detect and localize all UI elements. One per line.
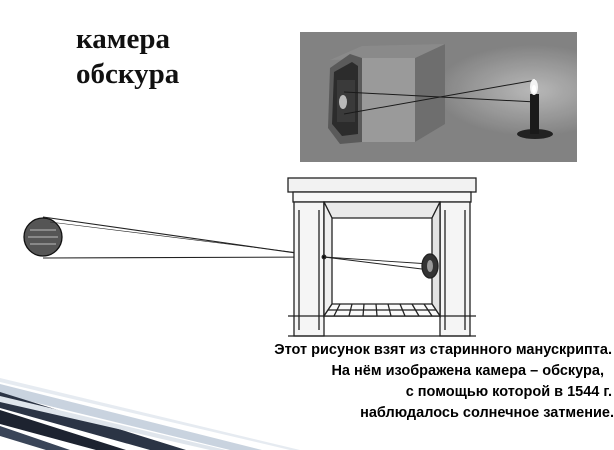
title-line-2: обскура	[76, 58, 180, 90]
slide-title: камера обскура	[76, 22, 179, 92]
slide: камера обскура	[0, 22, 614, 450]
caption-line-4: наблюдалось солнечное затмение.	[360, 405, 614, 421]
camera-obscura-room-drawing	[23, 177, 477, 337]
camera-obscura-photo	[300, 32, 577, 162]
caption-line-1: Этот рисунок взят из старинного манускри…	[274, 342, 612, 358]
caption-line-3: с помощью которой в 1544 г.	[405, 384, 612, 400]
slide-caption: Этот рисунок взят из старинного манускри…	[150, 340, 614, 424]
title-line-1: камера	[76, 23, 171, 55]
caption-line-2: На нём изображена камера – обскура,	[331, 363, 604, 379]
decorative-stripes-icon	[0, 378, 300, 450]
